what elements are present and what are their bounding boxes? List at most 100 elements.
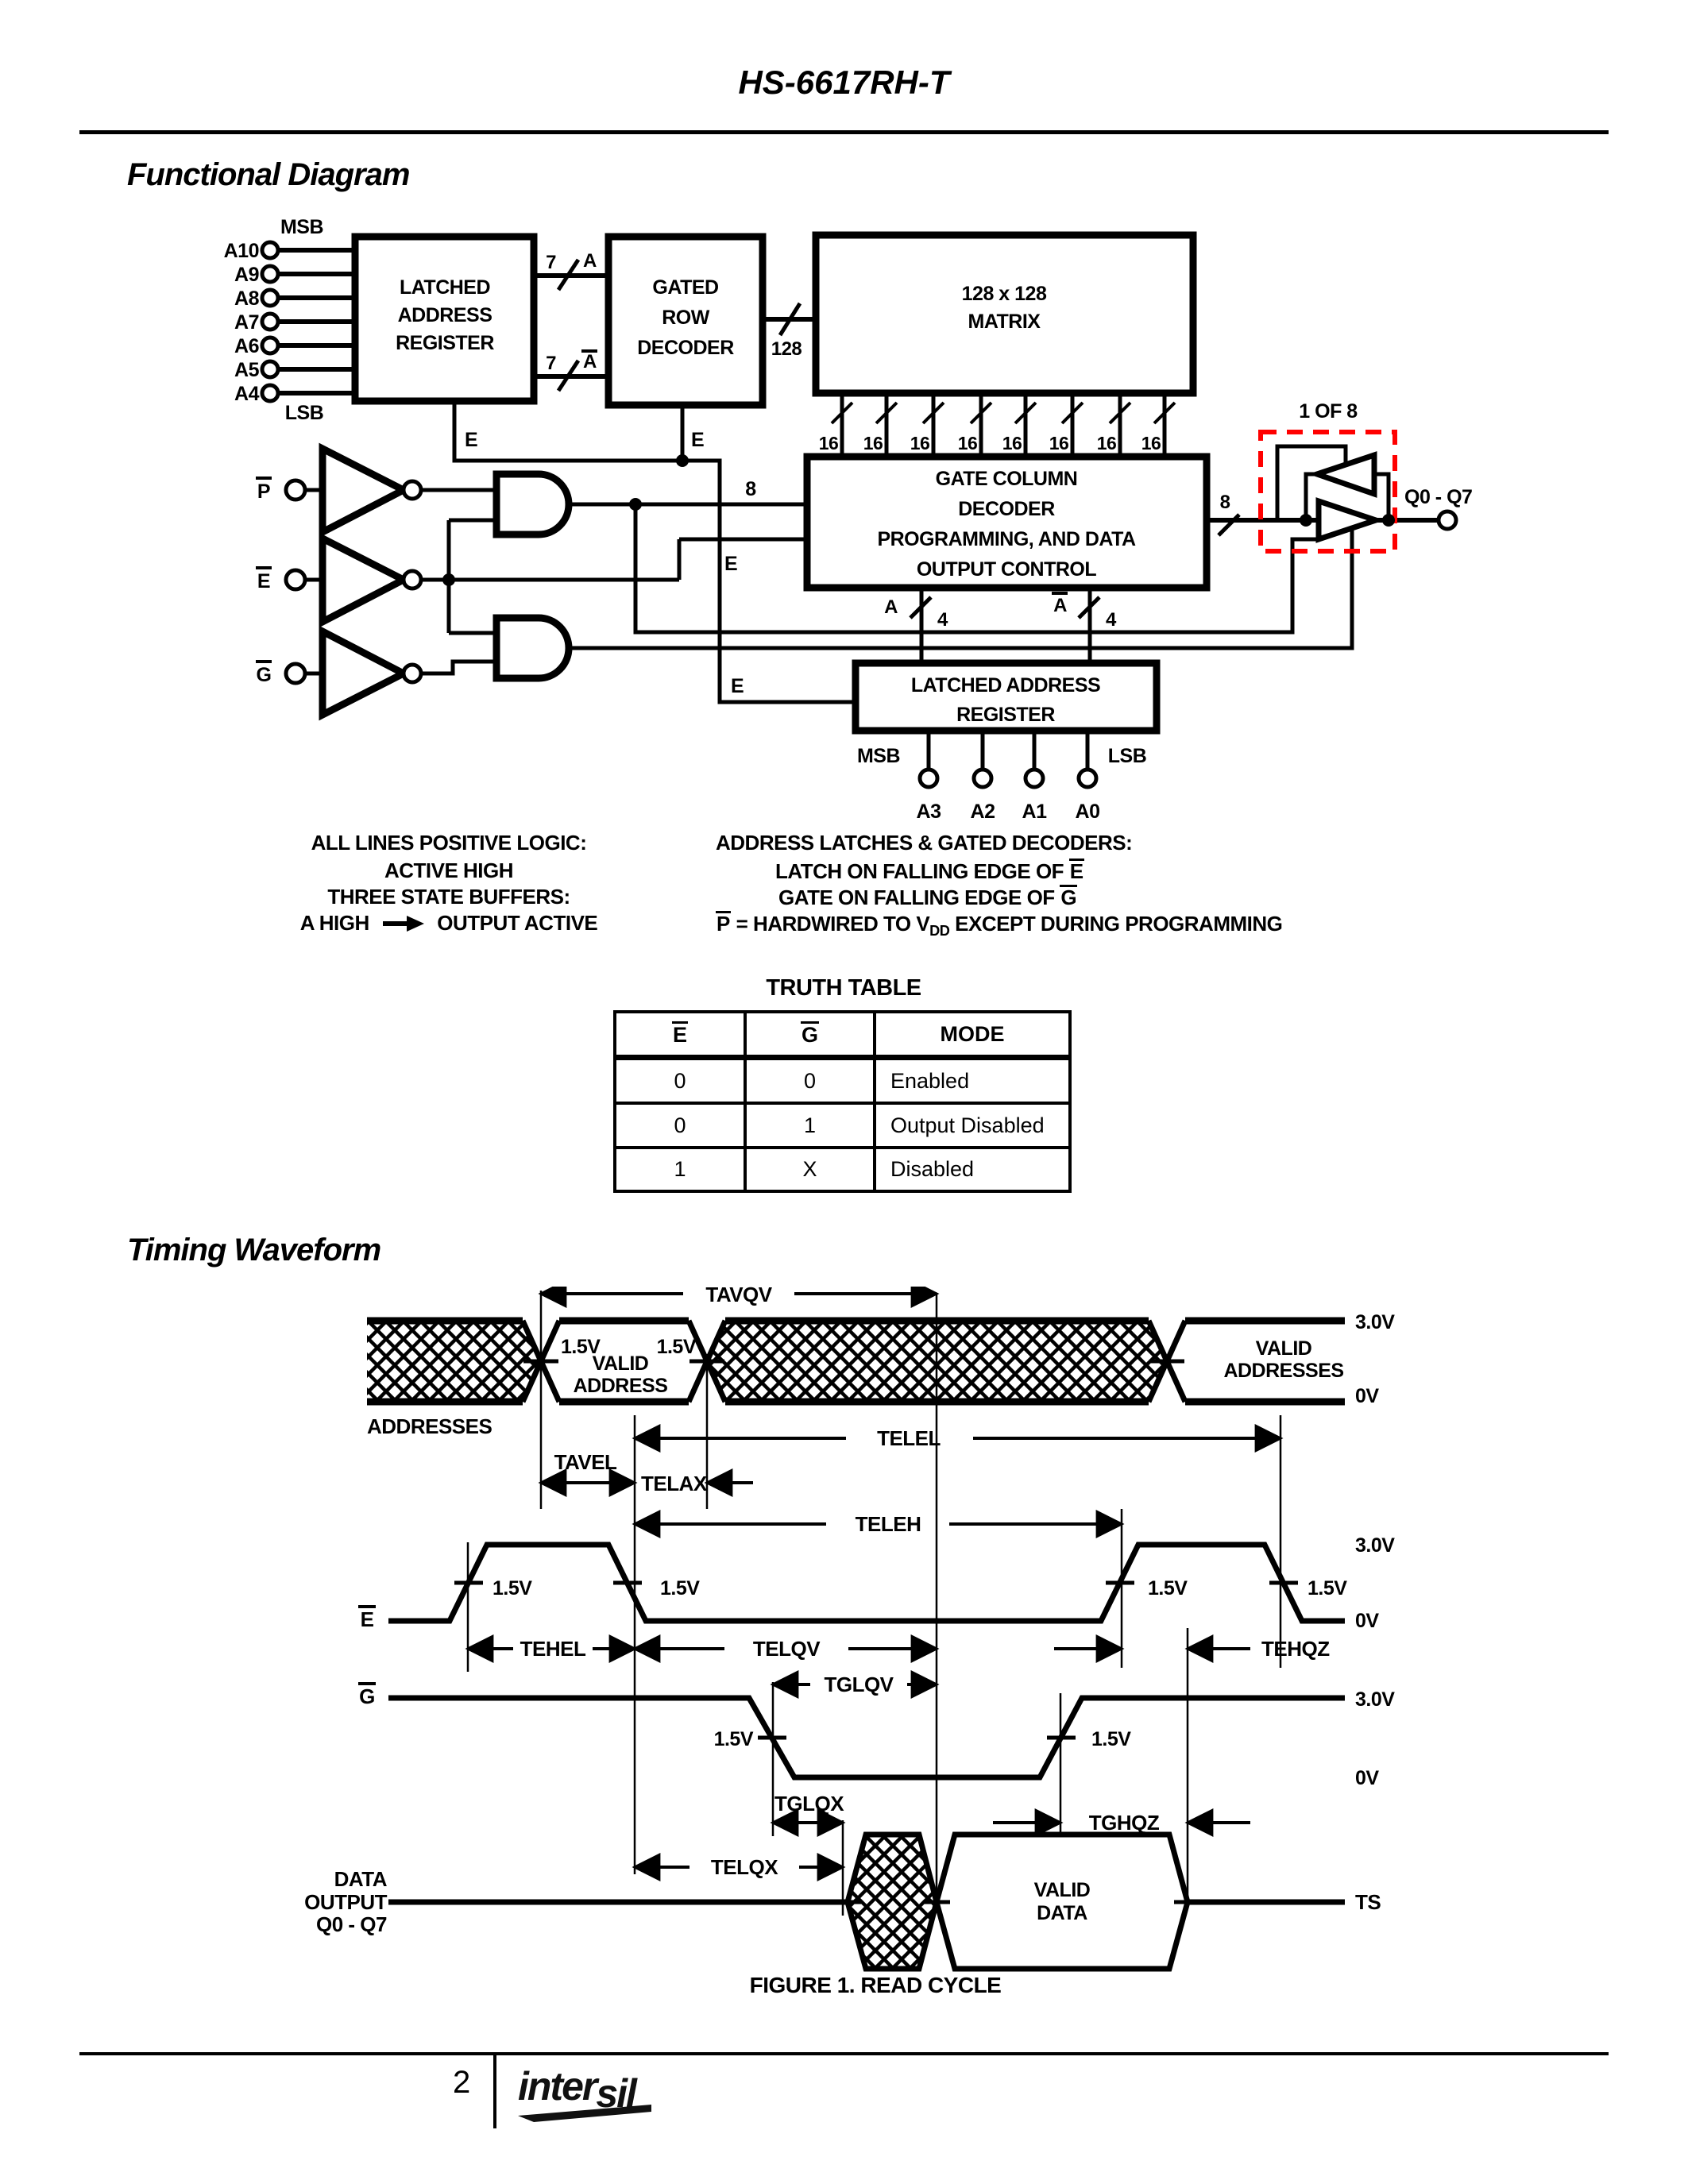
gated-row-decoder-block: GATED ROW DECODER <box>605 233 767 409</box>
tehel-label: TEHEL <box>520 1637 586 1661</box>
svg-text:3.0V: 3.0V <box>1355 1311 1395 1333</box>
logo-swoosh-icon <box>518 2105 651 2122</box>
timing-waveform-heading: Timing Waveform <box>127 1233 381 1268</box>
page-number: 2 <box>453 2065 471 2100</box>
latched-address-register-block: LATCHED ADDRESS REGISTER <box>351 233 538 405</box>
svg-text:A: A <box>884 596 898 618</box>
note-output-active-text: OUTPUT ACTIVE <box>437 911 598 935</box>
svg-text:P: P <box>257 480 270 503</box>
cell-e-1: 0 <box>613 1102 747 1149</box>
q-range-label: Q0 - Q7 <box>1404 486 1472 508</box>
note-a-high: A HIGH <box>299 911 370 935</box>
input-label-a10: A10 <box>224 240 259 262</box>
telqv-label: TELQV <box>753 1637 821 1661</box>
junction-dot <box>629 498 642 511</box>
tavqv-label: TAVQV <box>705 1287 772 1306</box>
and-gate-top <box>492 470 573 538</box>
ts-label: TS <box>1355 1890 1381 1914</box>
teleh-label: TELEH <box>856 1512 921 1536</box>
svg-text:LATCHED: LATCHED <box>400 276 490 299</box>
svg-text:MATRIX: MATRIX <box>968 311 1041 333</box>
svg-text:16: 16 <box>1049 433 1069 453</box>
table-row: 1 X Disabled <box>613 1146 1072 1193</box>
functional-diagram: A10 A9 A8 A7 A6 A5 A4 MSB LSB LATCHED AD… <box>224 216 1473 823</box>
svg-text:A: A <box>583 351 597 372</box>
junction-dot <box>676 454 689 467</box>
svg-text:VALID: VALID <box>593 1352 649 1375</box>
msb-label-top: MSB <box>280 216 323 238</box>
note-positive-logic: ALL LINES POSITIVE LOGIC: <box>311 831 587 855</box>
svg-text:128: 128 <box>771 338 802 360</box>
input-label-a9: A9 <box>234 264 259 286</box>
bus-a4: A 4 A 4 <box>884 588 1118 663</box>
inverter-triangle <box>319 532 411 628</box>
note-gate-text: GATE ON FALLING EDGE OF <box>778 886 1060 909</box>
address-waveform: 1.5V 1.5V VALID ADDRESS VALID ADDRESSES … <box>367 1311 1396 1438</box>
svg-text:A: A <box>583 250 597 272</box>
svg-text:DECODER: DECODER <box>637 337 734 359</box>
g-bar: G <box>800 1021 819 1047</box>
one-of-8-dashed-box <box>1258 430 1397 554</box>
one-of-8-label: 1 OF 8 <box>1299 400 1358 423</box>
svg-text:PROGRAMMING, AND DATA: PROGRAMMING, AND DATA <box>877 528 1136 550</box>
g-waveform: 1.5V 1.5V G 3.0V 0V <box>358 1682 1396 1789</box>
svg-text:GATED: GATED <box>652 276 718 299</box>
truth-table-title: TRUTH TABLE <box>766 975 921 1001</box>
note-address-latches: ADDRESS LATCHES & GATED DECODERS: <box>716 831 1133 855</box>
svg-text:G: G <box>257 664 272 686</box>
svg-text:0V: 0V <box>1355 1385 1379 1407</box>
svg-text:ADDRESS: ADDRESS <box>574 1375 668 1397</box>
telel-label: TELEL <box>877 1426 941 1450</box>
svg-text:ADDRESS: ADDRESS <box>398 304 492 326</box>
page-title: HS-6617RH-T <box>738 64 950 101</box>
svg-text:1.5V: 1.5V <box>1308 1577 1347 1599</box>
input-label-a8: A8 <box>234 287 260 310</box>
lsb-label-bottom: LSB <box>1108 745 1147 767</box>
note-three-state: THREE STATE BUFFERS: <box>327 885 570 909</box>
bus16-labels: 16 16 16 16 16 16 16 16 <box>819 433 1161 453</box>
cell-g-0: 0 <box>744 1055 876 1105</box>
svg-text:1.5V: 1.5V <box>660 1577 700 1599</box>
svg-text:A: A <box>1053 595 1067 616</box>
g-input-inverter: G <box>256 625 423 721</box>
lower-address-terminals <box>917 731 1099 789</box>
inverter-triangle <box>319 625 411 721</box>
latched-address-register2-block: LATCHED ADDRESS REGISTER <box>852 659 1161 735</box>
cell-mode-0: Enabled <box>873 1055 1072 1105</box>
svg-text:1.5V: 1.5V <box>1091 1728 1131 1750</box>
svg-text:DATA: DATA <box>1037 1902 1087 1924</box>
tehqz-label: TEHQZ <box>1261 1637 1330 1661</box>
hatched-region <box>707 1321 1167 1402</box>
inverter-bubble <box>401 569 423 591</box>
lower-address-labels: MSB LSB A3 A2 A1 A0 <box>857 745 1147 823</box>
footer-rule <box>79 2052 1609 2055</box>
svg-text:A0: A0 <box>1076 801 1100 823</box>
g-bar: G <box>1060 885 1078 909</box>
svg-text:E: E <box>257 570 270 592</box>
bus-7abar: 7 A <box>534 349 608 392</box>
col-mode: MODE <box>873 1010 1072 1060</box>
svg-text:7: 7 <box>546 252 556 273</box>
svg-text:1.5V: 1.5V <box>1148 1577 1188 1599</box>
truth-table: E G MODE 0 0 Enabled 0 1 Output Disabled… <box>613 1010 1072 1193</box>
note-active-high: ACTIVE HIGH <box>384 859 514 882</box>
addresses-label: ADDRESSES <box>367 1414 492 1438</box>
svg-text:16: 16 <box>910 433 930 453</box>
telax-label: TELAX <box>641 1472 708 1495</box>
input-label-a7: A7 <box>234 311 259 334</box>
svg-text:VALID: VALID <box>1256 1337 1312 1360</box>
hatched-region <box>367 1321 541 1402</box>
note-latch-text: LATCH ON FALLING EDGE OF <box>775 859 1069 883</box>
gate-column-decoder-block: GATE COLUMN DECODER PROGRAMMING, AND DAT… <box>803 453 1211 592</box>
svg-text:4: 4 <box>937 609 948 631</box>
note-gate-falling-g: GATE ON FALLING EDGE OF G <box>778 885 1078 910</box>
svg-text:16: 16 <box>1097 433 1117 453</box>
telqx-label: TELQX <box>711 1855 778 1879</box>
cell-e-2: 1 <box>613 1146 747 1193</box>
cell-g-2: X <box>744 1146 876 1193</box>
cell-mode-1: Output Disabled <box>873 1102 1072 1149</box>
note-hardwired-text: = HARDWIRED TO V <box>730 912 930 936</box>
right-arrow-icon <box>382 916 424 932</box>
timing-waveform-diagram: 1.5V 1.5V VALID ADDRESS VALID ADDRESSES … <box>304 1287 1396 1997</box>
